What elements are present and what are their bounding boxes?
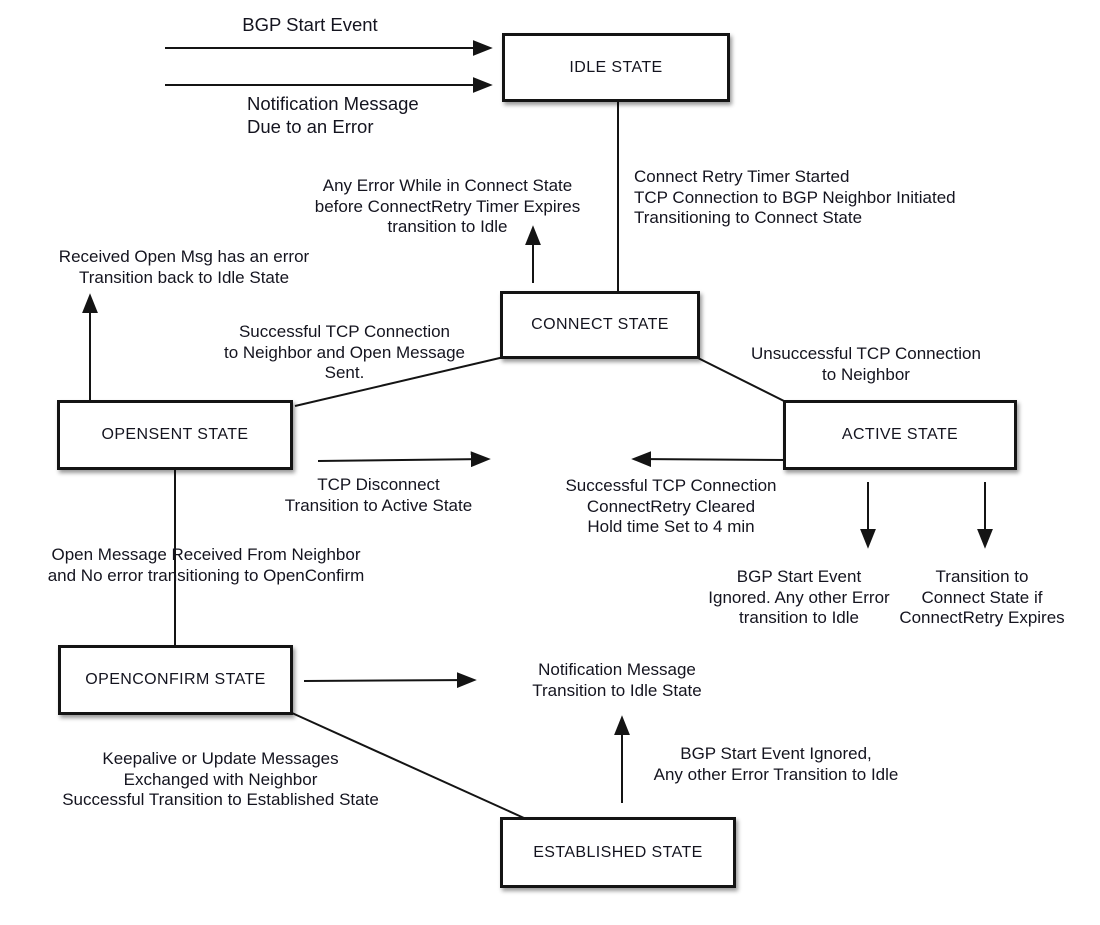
state-box-connect: CONNECT STATE xyxy=(500,291,700,359)
line-connect-to-active xyxy=(695,356,789,404)
label-bgp-start-ignored-established: BGP Start Event Ignored, Any other Error… xyxy=(653,744,899,784)
label-bgp-start-ignored-active: BGP Start Event Ignored. Any other Error… xyxy=(708,567,890,628)
line-openconfirm-to-established xyxy=(291,712,525,819)
state-box-openconfirm: OPENCONFIRM STATE xyxy=(58,645,293,715)
label-received-open-error: Received Open Msg has an error Transitio… xyxy=(58,247,310,287)
label-keepalive-update: Keepalive or Update Messages Exchanged w… xyxy=(62,749,379,810)
state-box-opensent: OPENSENT STATE xyxy=(57,400,293,470)
arrow-openconfirm-notification xyxy=(303,672,477,689)
label-unsuccessful-tcp: Unsuccessful TCP Connection to Neighbor xyxy=(751,344,981,384)
label-successful-tcp-open-sent: Successful TCP Connection to Neighbor an… xyxy=(224,322,465,383)
arrow-opensent-tcp-disconnect xyxy=(317,451,491,468)
state-box-active: ACTIVE STATE xyxy=(783,400,1017,470)
label-bgp-start-event: BGP Start Event xyxy=(242,14,378,35)
label-any-error-connect: Any Error While in Connect State before … xyxy=(314,176,581,237)
state-box-idle: IDLE STATE xyxy=(502,33,730,102)
arrow-active-successful-tcp xyxy=(631,451,787,468)
label-successful-tcp-cleared: Successful TCP Connection ConnectRetry C… xyxy=(565,476,777,537)
line-connect-to-opensent xyxy=(294,356,505,407)
label-notification-to-idle: Notification Message Transition to Idle … xyxy=(532,660,702,700)
label-open-msg-received: Open Message Received From Neighbor and … xyxy=(47,545,365,585)
state-box-established: ESTABLISHED STATE xyxy=(500,817,736,888)
label-transition-connect-expires: Transition to Connect State if ConnectRe… xyxy=(899,567,1065,628)
label-tcp-disconnect: TCP Disconnect Transition to Active Stat… xyxy=(284,475,473,515)
label-notification-due-error: Notification Message Due to an Error xyxy=(247,93,419,137)
label-connect-retry-started: Connect Retry Timer Started TCP Connecti… xyxy=(634,167,956,228)
